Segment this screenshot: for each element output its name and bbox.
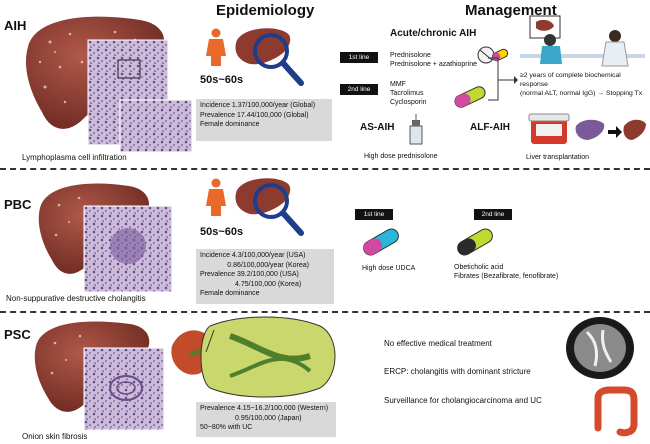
cooler-box-icon <box>528 113 570 144</box>
bile-duct-illustration <box>171 316 336 398</box>
female-icon <box>206 178 226 216</box>
psc-histology-image <box>83 347 165 431</box>
psc-label: PSC <box>4 327 31 342</box>
epidemiology-header: Epidemiology <box>216 2 315 19</box>
psc-uc: 50~80% with UC <box>200 424 253 431</box>
pbc-second-line-badge: 2nd line <box>474 209 512 220</box>
pbc-drug-oca: Obeticholic acid <box>454 264 504 271</box>
aih-drug-pred-aza: Prednisolone + azathioprine <box>390 61 477 68</box>
liver-magnifier-icon <box>235 28 304 86</box>
psc-prevalence-western: Prevalence 4.15~16.2/100,000 (Western) <box>200 405 329 412</box>
psc-surveillance: Surveillance for cholangiocarcinoma and … <box>384 396 542 405</box>
aih-response-text: ≥2 years of complete biochemical respons… <box>520 71 650 98</box>
aih-second-line-badge: 2nd line <box>340 84 378 95</box>
alf-aih-title: ALF-AIH <box>470 122 510 133</box>
aih-second-line-list: MMF Tacrolimus Cyclosporin <box>390 80 427 107</box>
pbc-prevalence-usa: Prevalence 39.2/100,000 (USA) <box>200 271 299 278</box>
pbc-first-line-badge: 1st line <box>355 209 393 220</box>
pbc-stats-box: Incidence 4.3/100,000/year (USA) 0.86/10… <box>196 249 334 304</box>
as-aih-title: AS-AIH <box>360 122 395 133</box>
pbc-sex: Female dominance <box>200 290 260 297</box>
capsule-icon <box>454 86 486 108</box>
psc-ercp: ERCP: cholangitis with dominant strictur… <box>384 367 531 376</box>
aih-prevalence: Prevalence 17.44/100,000 (Global) <box>200 111 309 119</box>
capsule-icon <box>363 228 399 256</box>
management-header: Management <box>465 2 557 19</box>
alf-aih-caption: Liver transplantation <box>526 154 590 161</box>
psc-stats-box: Prevalence 4.15~16.2/100,000 (Western) 0… <box>196 402 336 437</box>
pbc-label: PBC <box>4 197 32 212</box>
aih-drug-prednisolone: Prednisolone <box>390 52 431 59</box>
pbc-first-line-drug: High dose UDCA <box>362 265 416 272</box>
psc-no-treatment: No effective medical treatment <box>384 339 492 348</box>
aih-first-line-list: Prednisolone Prednisolone + azathioprine <box>390 51 477 69</box>
syringe-icon <box>409 114 423 145</box>
response-arrow <box>488 57 518 101</box>
aih-label: AIH <box>4 18 27 33</box>
psc-caption: Onion skin fibrosis <box>22 432 88 441</box>
liver-transplant-icon <box>575 119 646 140</box>
pbc-incidence-korea: 0.86/100,000/year (Korea) <box>200 261 309 269</box>
aih-caption: Lymphoplasma cell infiltration <box>22 153 127 162</box>
aih-acute-title: Acute/chronic AIH <box>390 28 477 39</box>
section-divider <box>0 311 650 313</box>
aih-stats-box: Incidence 1.37/100,000/year (Global) Pre… <box>196 99 332 141</box>
aih-first-line-badge: 1st line <box>340 52 378 63</box>
ercp-xray-image <box>566 317 634 379</box>
capsule-icon <box>457 228 493 256</box>
aih-drug-cyclosporin: Cyclosporin <box>390 99 427 106</box>
pbc-prevalence-korea: 4.75/100,000 (Korea) <box>200 280 302 288</box>
liver-magnifier-icon <box>235 178 304 236</box>
doctor-consultation-illustration <box>520 15 645 67</box>
colon-icon <box>594 386 638 437</box>
pbc-second-line-list: Obeticholic acid Fibrates (Bezafibrate, … <box>454 263 558 281</box>
pbc-incidence-usa: Incidence 4.3/100,000/year (USA) <box>200 252 306 259</box>
psc-prevalence-japan: 0.95/100,000 (Japan) <box>200 414 302 422</box>
aih-drug-tacrolimus: Tacrolimus <box>390 90 424 97</box>
female-icon <box>206 28 226 66</box>
aih-histology-zoom <box>119 99 193 153</box>
pbc-drug-fibrates: Fibrates (Bezafibrate, fenofibrate) <box>454 273 559 280</box>
aih-age: 50s~60s <box>200 74 244 86</box>
pbc-caption: Non-suppurative destructive cholangitis <box>6 294 146 303</box>
section-divider <box>0 168 650 170</box>
aih-response-line1: ≥2 years of complete biochemical respons… <box>520 72 621 88</box>
pbc-age: 50s~60s <box>200 226 244 238</box>
aih-incidence: Incidence 1.37/100,000/year (Global) <box>200 102 316 109</box>
as-aih-caption: High dose prednisolone <box>364 153 438 160</box>
aih-response-line2: (normal ALT, normal IgG) → Stopping Tx <box>520 90 643 97</box>
aih-drug-mmf: MMF <box>390 81 406 88</box>
aih-sex: Female dominance <box>200 121 260 128</box>
pbc-histology-image <box>83 205 173 293</box>
